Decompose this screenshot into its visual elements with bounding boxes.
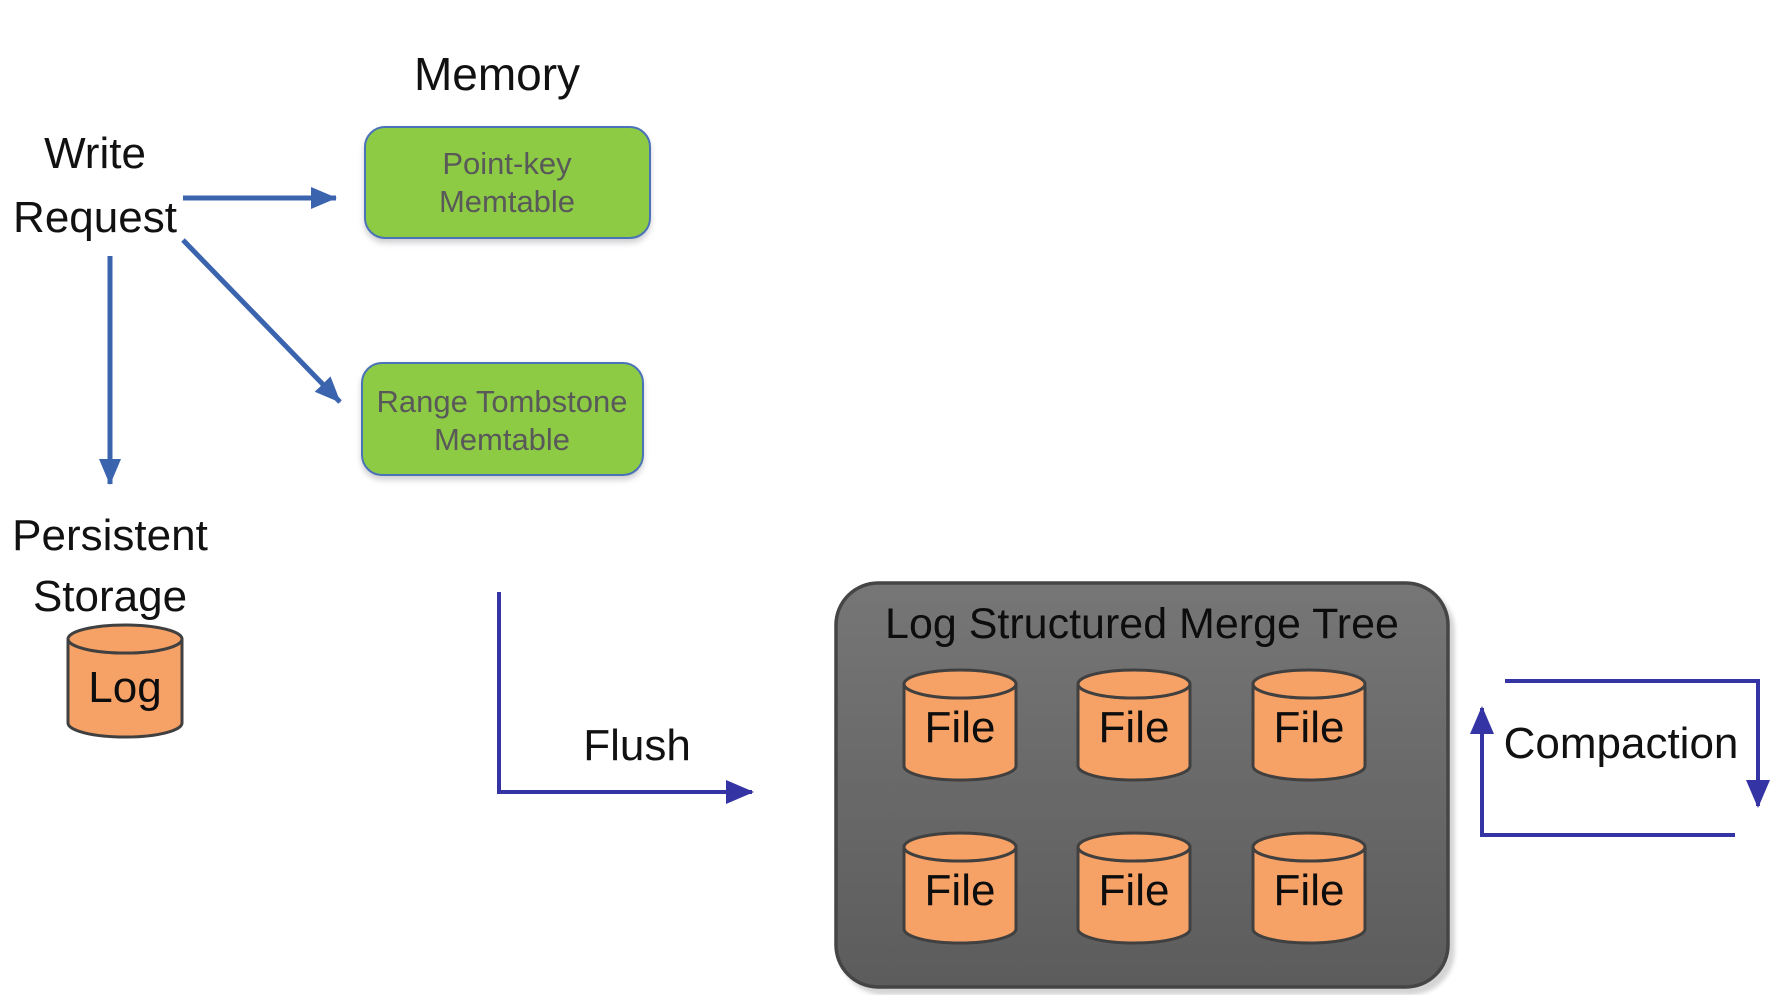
arrow-compaction-down bbox=[1505, 679, 1770, 808]
point-key-memtable-box: Point-key Memtable bbox=[364, 126, 651, 239]
range-tombstone-memtable-label-line2: Memtable bbox=[434, 422, 570, 457]
file-cylinder-label: File bbox=[1099, 703, 1170, 752]
file-cylinder-top bbox=[902, 668, 1018, 700]
point-key-memtable-rect bbox=[364, 126, 651, 239]
persistent-storage-line2: Storage bbox=[33, 572, 187, 621]
arrow-flush-to-lsm bbox=[497, 592, 754, 804]
persistent-storage-label: Persistent Storage bbox=[12, 511, 208, 621]
range-tombstone-memtable-rect bbox=[361, 362, 644, 476]
log-cylinder: Log bbox=[66, 623, 184, 739]
lsm-tree-box: Log Structured Merge Tree File File File bbox=[834, 581, 1450, 989]
file-cylinder: File bbox=[902, 668, 1018, 782]
log-cylinder-label: Log bbox=[88, 663, 161, 712]
arrow-write-to-range-memtable bbox=[181, 238, 342, 404]
write-request-line1: Write bbox=[44, 129, 146, 178]
file-cylinder-top bbox=[1251, 668, 1367, 700]
compaction-loop: Compaction bbox=[1470, 679, 1770, 837]
range-tombstone-memtable-box: Range Tombstone Memtable bbox=[361, 362, 644, 476]
file-cylinder-label: File bbox=[1274, 703, 1345, 752]
persistent-storage-line1: Persistent bbox=[12, 511, 208, 560]
file-cylinder-label: File bbox=[1274, 866, 1345, 915]
file-cylinder-top bbox=[1251, 831, 1367, 863]
file-cylinder-top bbox=[1076, 668, 1192, 700]
file-cylinder-top bbox=[1076, 831, 1192, 863]
file-cylinder: File bbox=[1076, 668, 1192, 782]
range-tombstone-memtable-label-line1: Range Tombstone bbox=[376, 384, 627, 419]
compaction-label: Compaction bbox=[1504, 719, 1739, 768]
point-key-memtable-label-line2: Memtable bbox=[439, 184, 575, 219]
file-cylinder: File bbox=[902, 831, 1018, 945]
file-cylinder: File bbox=[1076, 831, 1192, 945]
memory-section-title: Memory bbox=[414, 48, 580, 100]
flush-label: Flush bbox=[583, 721, 691, 770]
write-request-line2: Request bbox=[13, 193, 177, 242]
log-cylinder-top bbox=[66, 623, 184, 655]
lsm-tree-title: Log Structured Merge Tree bbox=[885, 600, 1399, 648]
file-cylinder-label: File bbox=[1099, 866, 1170, 915]
file-cylinder-top bbox=[902, 831, 1018, 863]
file-cylinder-label: File bbox=[925, 866, 996, 915]
point-key-memtable-label-line1: Point-key bbox=[442, 146, 572, 181]
arrow-compaction-up bbox=[1470, 706, 1735, 837]
file-cylinder: File bbox=[1251, 668, 1367, 782]
write-request-label: Write Request bbox=[13, 129, 177, 242]
file-cylinder: File bbox=[1251, 831, 1367, 945]
file-cylinder-label: File bbox=[925, 703, 996, 752]
